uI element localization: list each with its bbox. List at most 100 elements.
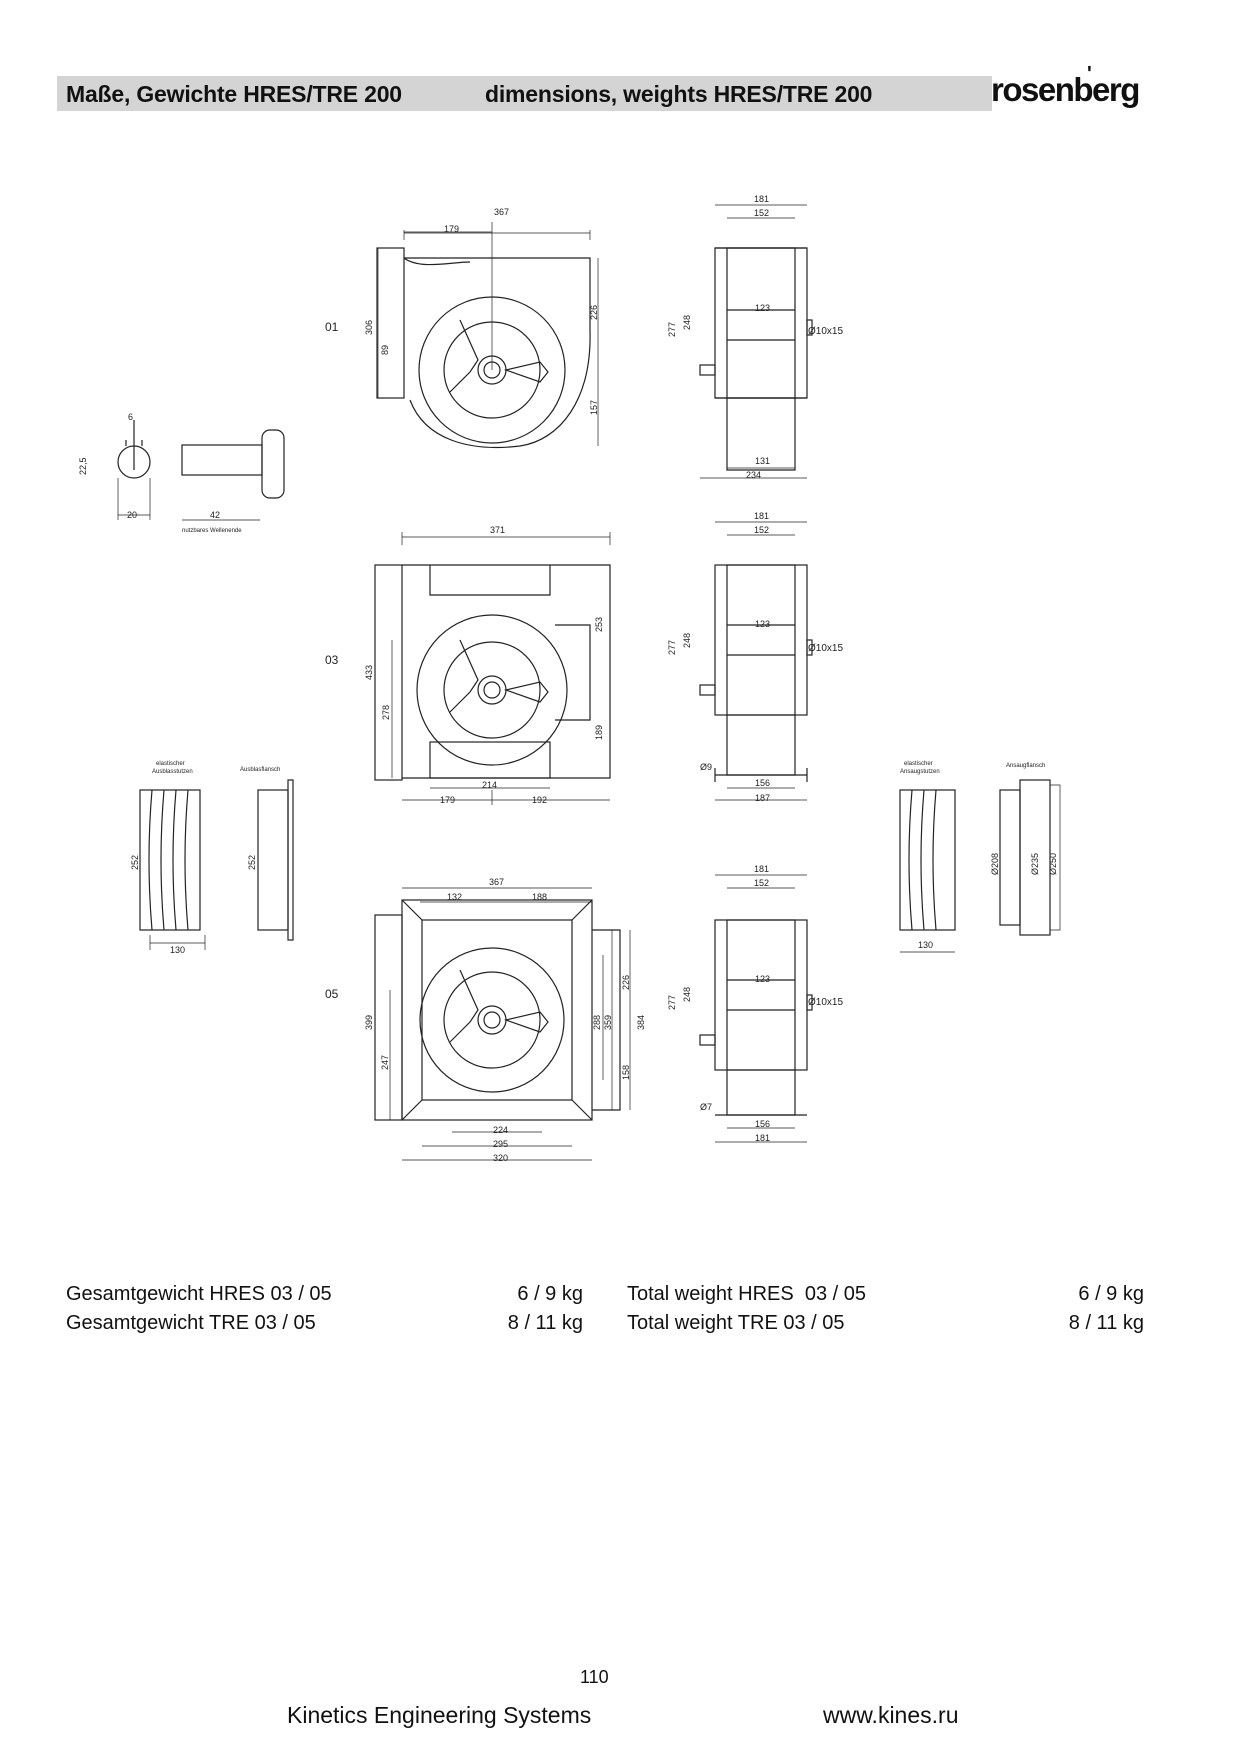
drawing-05-front bbox=[374, 887, 631, 1161]
dim-shaft-20: 20 bbox=[127, 510, 137, 520]
outlet-bellows-label-2: Ausblasstutzen bbox=[152, 769, 193, 775]
dim-05-side-152: 152 bbox=[754, 878, 769, 888]
dim-05-247: 247 bbox=[380, 1055, 390, 1070]
dim-01-side-131: 131 bbox=[755, 456, 770, 466]
inlet-bellows-label-1: elastischer bbox=[904, 761, 933, 767]
outlet-dim-252-a: 252 bbox=[130, 855, 140, 870]
weight-label: Gesamtgewicht HRES 03 / 05 bbox=[66, 1283, 332, 1305]
dim-shaft-6: 6 bbox=[128, 412, 133, 422]
variant-label-01: 01 bbox=[325, 320, 339, 334]
dim-01-157: 157 bbox=[589, 400, 599, 415]
brand-logo-text: rosenberg bbox=[991, 71, 1140, 108]
dim-05-side-277: 277 bbox=[667, 995, 677, 1010]
dim-03-371: 371 bbox=[490, 525, 505, 535]
dim-03-189: 189 bbox=[594, 725, 604, 740]
weights-de: Gesamtgewicht HRES 03 / 05 6 / 9 kg Gesa… bbox=[66, 1280, 583, 1338]
dim-shaft-42: 42 bbox=[210, 510, 220, 520]
inlet-bellows-drawing bbox=[899, 789, 956, 953]
shaft-detail bbox=[117, 420, 285, 521]
dim-05-side-156: 156 bbox=[755, 1119, 770, 1129]
weight-row: Gesamtgewicht HRES 03 / 05 6 / 9 kg bbox=[66, 1280, 583, 1309]
dim-01-side-hole: Ø10x15 bbox=[808, 326, 843, 337]
inlet-dim-d235: Ø235 bbox=[1030, 853, 1040, 875]
outlet-flange-label: Ausblasflansch bbox=[240, 767, 280, 773]
footer-company: Kinetics Engineering Systems bbox=[287, 1702, 592, 1728]
dim-03-179: 179 bbox=[440, 795, 455, 805]
weight-row: Total weight HRES 03 / 05 6 / 9 kg bbox=[627, 1280, 1144, 1309]
dim-03-side-156: 156 bbox=[755, 778, 770, 788]
dim-05-320: 320 bbox=[493, 1153, 508, 1163]
drawing-01-front bbox=[376, 222, 599, 449]
dim-03-side-248: 248 bbox=[682, 633, 692, 648]
drawing-03-side bbox=[699, 521, 813, 801]
dim-05-367: 367 bbox=[489, 877, 504, 887]
dim-05-399: 399 bbox=[364, 1015, 374, 1030]
dim-05-side-123: 123 bbox=[755, 974, 770, 984]
dim-03-278: 278 bbox=[381, 705, 391, 720]
dim-05-side-248: 248 bbox=[682, 987, 692, 1002]
dim-03-side-hole: Ø10x15 bbox=[808, 643, 843, 654]
dim-03-side-d9: Ø9 bbox=[700, 762, 712, 772]
weight-label: Total weight HRES 03 / 05 bbox=[627, 1283, 867, 1305]
inlet-dim-d208: Ø208 bbox=[990, 853, 1000, 875]
footer-website[interactable]: www.kines.ru bbox=[823, 1702, 959, 1728]
outlet-bellows-label-1: elastischer bbox=[156, 761, 185, 767]
weight-value: 8 / 11 kg bbox=[507, 1312, 583, 1334]
page-title-de: Maße, Gewichte HRES/TRE 200 bbox=[66, 81, 402, 107]
weight-label: Total weight TRE 03 / 05 bbox=[627, 1312, 845, 1334]
dim-01-side-248: 248 bbox=[682, 315, 692, 330]
dim-03-192: 192 bbox=[532, 795, 547, 805]
brand-logo: rosenberg ' bbox=[991, 63, 1151, 112]
dim-03-side-123: 123 bbox=[755, 619, 770, 629]
dim-05-288: 288 bbox=[592, 1015, 602, 1030]
dim-03-side-152: 152 bbox=[754, 525, 769, 535]
drawing-03-front bbox=[374, 532, 611, 805]
weight-row: Total weight TRE 03 / 05 8 / 11 kg bbox=[627, 1309, 1144, 1338]
dim-01-89: 89 bbox=[380, 345, 390, 355]
dim-05-side-181: 181 bbox=[754, 864, 769, 874]
dim-03-side-187: 187 bbox=[755, 793, 770, 803]
dim-03-253: 253 bbox=[594, 617, 604, 632]
outlet-dim-130: 130 bbox=[170, 945, 185, 955]
weights-en: Total weight HRES 03 / 05 6 / 9 kg Total… bbox=[627, 1280, 1144, 1338]
dim-05-224: 224 bbox=[493, 1125, 508, 1135]
outlet-bellows-drawing bbox=[139, 789, 206, 950]
outlet-dim-252-b: 252 bbox=[247, 855, 257, 870]
dim-01-side-234: 234 bbox=[746, 470, 761, 480]
dim-05-158: 158 bbox=[621, 1065, 631, 1080]
brand-logo-mark: ' bbox=[1087, 63, 1092, 85]
dim-03-side-181: 181 bbox=[754, 511, 769, 521]
dim-03-side-277: 277 bbox=[667, 640, 677, 655]
dim-01-side-277: 277 bbox=[667, 322, 677, 337]
dim-01-179: 179 bbox=[444, 224, 459, 234]
inlet-flange-drawing bbox=[999, 779, 1061, 936]
drawing-05-side bbox=[699, 874, 813, 1143]
weight-label: Gesamtgewicht TRE 03 / 05 bbox=[66, 1312, 316, 1334]
page-title-en: dimensions, weights HRES/TRE 200 bbox=[485, 81, 873, 107]
weight-value: 6 / 9 kg bbox=[1078, 1283, 1144, 1305]
dim-05-side-181b: 181 bbox=[755, 1133, 770, 1143]
drawing-01-side bbox=[699, 204, 813, 479]
page-number: 110 bbox=[580, 1667, 609, 1687]
weight-value: 6 / 9 kg bbox=[517, 1283, 583, 1305]
inlet-dim-d250: Ø250 bbox=[1048, 853, 1058, 875]
dim-01-226: 226 bbox=[589, 305, 599, 320]
outlet-flange-drawing bbox=[257, 779, 294, 941]
dim-05-188: 188 bbox=[532, 892, 547, 902]
dim-01-306: 306 bbox=[364, 320, 374, 335]
dim-05-side-d7: Ø7 bbox=[700, 1102, 712, 1112]
inlet-bellows-label-2: Ansaugstutzen bbox=[900, 769, 940, 775]
shaft-label: nutzbares Wellenende bbox=[182, 528, 242, 534]
dim-05-359: 359 bbox=[603, 1015, 613, 1030]
dim-01-side-181: 181 bbox=[754, 194, 769, 204]
inlet-dim-130: 130 bbox=[918, 940, 933, 950]
inlet-flange-label: Ansaugflansch bbox=[1006, 763, 1045, 769]
weight-row: Gesamtgewicht TRE 03 / 05 8 / 11 kg bbox=[66, 1309, 583, 1338]
dim-01-367: 367 bbox=[494, 207, 509, 217]
variant-label-03: 03 bbox=[325, 653, 339, 667]
dim-05-side-hole: Ø10x15 bbox=[808, 997, 843, 1008]
dim-05-295: 295 bbox=[493, 1139, 508, 1149]
dim-01-side-123: 123 bbox=[755, 303, 770, 313]
dim-03-433: 433 bbox=[364, 665, 374, 680]
